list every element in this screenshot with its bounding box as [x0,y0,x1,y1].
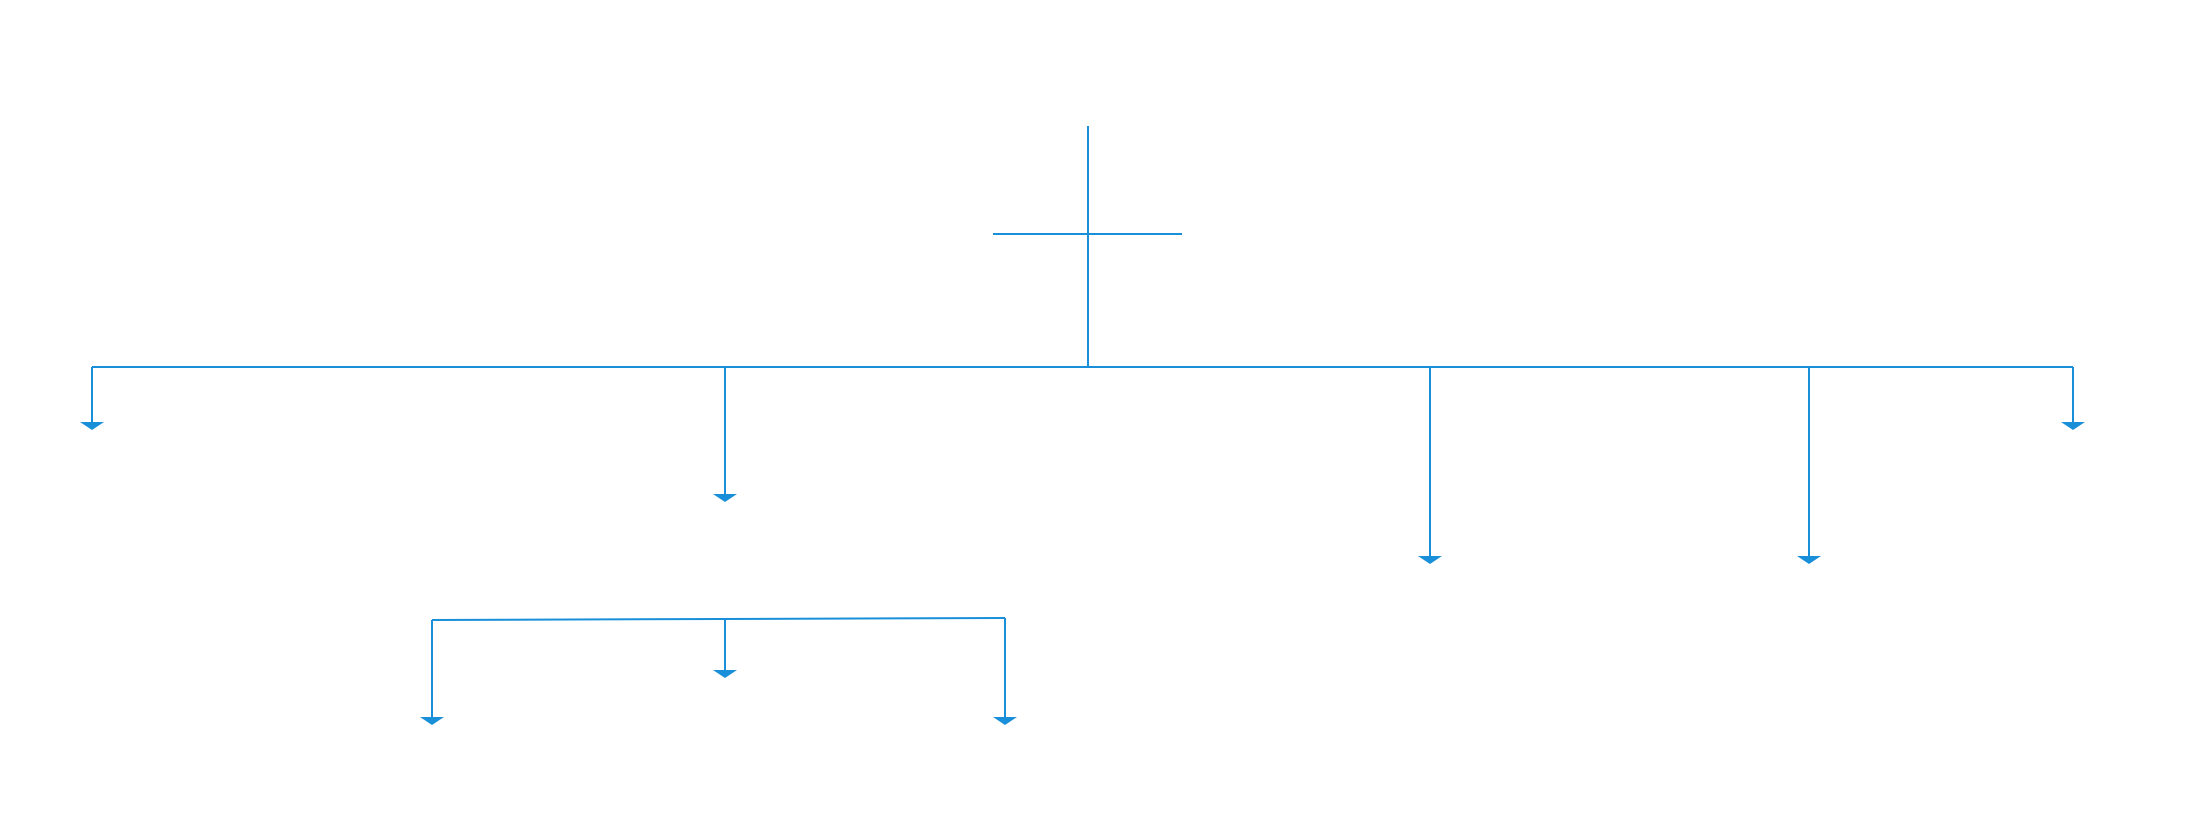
branch-5-arrowhead [2061,422,2085,430]
sub-branch-1-arrowhead [420,717,444,725]
branch-3-arrowhead [1418,556,1442,564]
branch-1-arrowhead [80,422,104,430]
sub-branch-2-arrowhead [713,670,737,678]
branch-2-arrowhead [713,494,737,502]
branch-4-arrowhead [1797,556,1821,564]
sub-branch-3-arrowhead [993,717,1017,725]
sub-bus-line [431,617,1006,621]
